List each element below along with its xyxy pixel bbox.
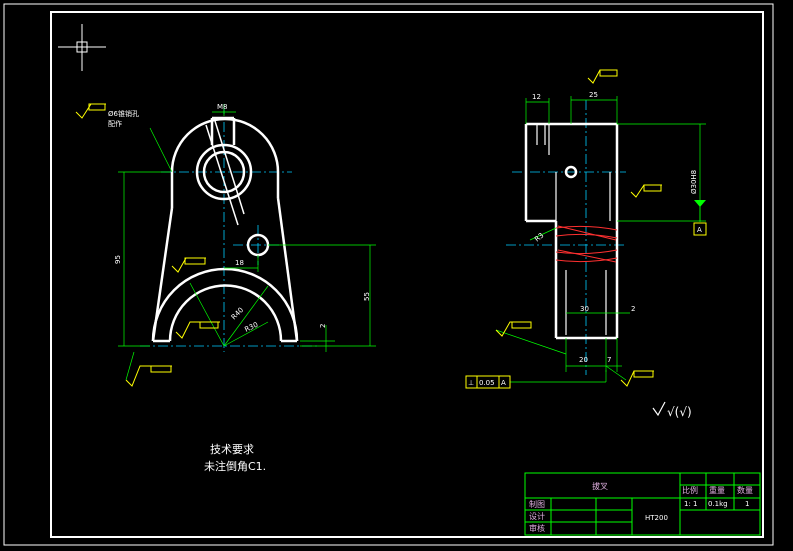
tolerance-symbol: ⊥ <box>468 379 474 387</box>
tolerance-datum: A <box>501 379 506 387</box>
section-hatch <box>555 225 618 263</box>
r40-label: R40 <box>230 306 245 321</box>
title-block <box>524 472 761 536</box>
part-name: 拔叉 <box>592 481 608 491</box>
dim-20: 20 <box>579 356 588 364</box>
pin-hole-label: Ø6锥销孔 <box>108 109 139 118</box>
qty-label: 数量 <box>737 485 753 495</box>
notes-line1: 未注倒角C1. <box>204 459 266 473</box>
pin-hole-note: 配作 <box>108 119 122 128</box>
dim-7: 7 <box>607 356 611 364</box>
datum-triangle <box>694 200 706 207</box>
r30-label: R30 <box>243 321 259 334</box>
dim-2-left: 2 <box>319 324 327 328</box>
side-view: A ⊥ 0.05 A 12 25 Ø30H8 R3 30 2 20 7 <box>465 69 707 389</box>
review-label: 审核 <box>529 523 545 533</box>
dim-95: 95 <box>114 255 122 264</box>
thread-label: M8 <box>217 103 228 111</box>
material-label: HT200 <box>645 514 668 522</box>
r3-label: R3 <box>533 231 545 243</box>
notes-title: 技术要求 <box>210 443 254 456</box>
dim-55: 55 <box>363 292 371 301</box>
default-roughness-icon <box>652 401 666 417</box>
front-view: M8 Ø6锥销孔 配作 95 18 55 2 R40 R30 <box>75 103 376 387</box>
datum-label: A <box>697 226 702 234</box>
scale-value: 1: 1 <box>684 500 698 508</box>
weight-label: 重量 <box>709 485 725 495</box>
dim-12: 12 <box>532 93 541 101</box>
dim-30: 30 <box>580 305 589 313</box>
dim-25: 25 <box>589 91 598 99</box>
dim-18: 18 <box>235 259 244 267</box>
tolerance-frame <box>465 375 511 389</box>
datum-box <box>693 222 707 236</box>
qty-value: 1 <box>745 500 749 508</box>
design-label: 设计 <box>529 511 545 521</box>
weight-value: 0.1kg <box>708 500 728 508</box>
bore-label: Ø30H8 <box>690 170 698 194</box>
scale-label: 比例 <box>682 485 698 495</box>
default-roughness-note: √(√) <box>667 405 692 419</box>
crosshair-cursor-icon <box>58 24 106 71</box>
dim-2-right: 2 <box>631 305 635 313</box>
sheet-frame <box>50 11 764 538</box>
tolerance-value: 0.05 <box>479 379 495 387</box>
drawn-label: 制图 <box>529 499 545 509</box>
sheet-outer-border <box>3 3 774 546</box>
